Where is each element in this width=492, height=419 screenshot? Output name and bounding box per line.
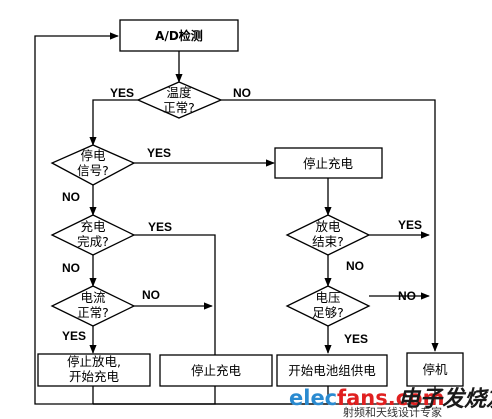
stop-discharge-box xyxy=(37,353,151,387)
no-label-temp: NO xyxy=(233,86,251,100)
discharge-end-decision xyxy=(285,214,371,256)
yes-label-charge-done: YES xyxy=(148,220,172,234)
temp-label-1: 温度 xyxy=(166,85,192,100)
watermark-site-prefix: elec xyxy=(289,386,337,410)
yes-label-current: YES xyxy=(62,329,86,343)
no-label-voltage: NO xyxy=(398,289,416,303)
shutdown-box xyxy=(406,352,464,387)
stop-charge-top-label: 停止充电 xyxy=(303,156,354,171)
current-label-1: 电流 xyxy=(80,290,106,305)
connectors xyxy=(34,32,439,405)
outage-signal-decision xyxy=(50,144,136,186)
voltage-label-2: 足够? xyxy=(312,305,344,320)
watermark-site-suffix: fans.com xyxy=(337,386,445,410)
no-label-charge-done: NO xyxy=(62,261,80,275)
charge-done-label-2: 完成? xyxy=(77,234,109,249)
watermark: elec fans.com 电子发烧友 射频和天线设计专家 xyxy=(289,386,492,419)
current-normal-decision xyxy=(50,285,136,327)
shutdown-label: 停机 xyxy=(422,362,448,377)
stop-charge-bottom-label: 停止充电 xyxy=(191,363,242,378)
stop-discharge-label-2: 开始充电 xyxy=(69,369,120,384)
discharge-end-label-1: 放电 xyxy=(315,219,341,234)
charge-done-label-1: 充电 xyxy=(80,219,106,234)
current-label-2: 正常? xyxy=(77,305,109,320)
watermark-cn-name: 电子发烧友 xyxy=(398,386,492,412)
stop-charge-top-box xyxy=(274,147,383,179)
discharge-end-label-2: 结束? xyxy=(312,234,344,249)
voltage-label-1: 电压 xyxy=(315,290,340,305)
ad-detect-label: A/D检测 xyxy=(155,28,203,43)
ad-detect-box xyxy=(119,19,239,52)
start-battery-label: 开始电池组供电 xyxy=(288,363,376,378)
no-label-current: NO xyxy=(142,288,160,302)
watermark-slogan: 射频和天线设计专家 xyxy=(343,405,442,419)
charge-done-decision xyxy=(50,214,136,256)
yes-label-discharge-end: YES xyxy=(398,218,422,232)
yes-label-outage: YES xyxy=(147,146,171,160)
stop-discharge-label-1: 停止放电, xyxy=(67,354,121,369)
no-label-discharge-end: NO xyxy=(346,259,364,273)
temp-label-2: 正常? xyxy=(163,100,195,115)
outage-label-2: 信号? xyxy=(77,163,109,178)
outage-label-1: 停电 xyxy=(80,148,106,163)
stop-charge-bottom-box xyxy=(159,354,273,387)
yes-label-voltage: YES xyxy=(344,332,368,346)
start-battery-box xyxy=(276,354,388,387)
temp-normal-decision xyxy=(136,81,223,119)
no-label-outage: NO xyxy=(62,190,80,204)
yes-label-temp: YES xyxy=(110,86,134,100)
voltage-enough-decision xyxy=(285,285,371,327)
